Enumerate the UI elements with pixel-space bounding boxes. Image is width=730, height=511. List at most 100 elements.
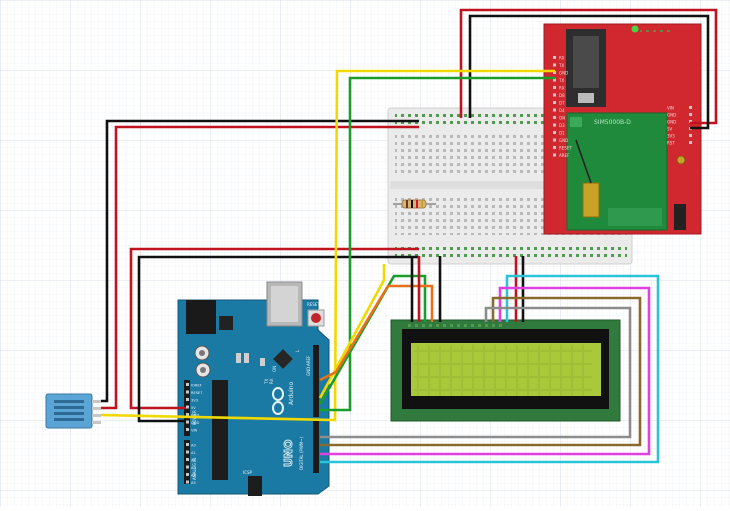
power-pin-label: GND	[191, 414, 199, 418]
wire-green-gsm-tx	[320, 76, 555, 412]
gsm-left-pin-12	[553, 146, 556, 149]
gsm-left-pin-label: D7	[559, 101, 565, 106]
arduino-brand: Arduino	[288, 381, 295, 405]
gsm-right-pin-5	[689, 141, 692, 144]
gsm-left-pin-8	[553, 116, 556, 119]
gnd-label: GND	[306, 367, 311, 376]
gsm-left-pin-label: RX	[559, 86, 565, 91]
gsm-right-pin-label: GND	[667, 113, 676, 118]
power-pin-1	[186, 390, 189, 394]
gsm-left-pin-label: D3	[559, 123, 565, 128]
analog-pin-label: A0	[191, 444, 196, 448]
gsm-left-pin-label: D8	[559, 93, 565, 98]
gsm-left-pin-5	[553, 93, 556, 97]
gsm-left-pin-3	[553, 78, 556, 82]
wire-red-dht-vcc	[101, 125, 419, 410]
gsm-left-pin-6	[553, 101, 556, 104]
analog-pin-label: A2	[191, 459, 196, 463]
analog-pin-label: A3	[191, 466, 196, 470]
gsm-right-pin-label: GND	[667, 120, 676, 125]
gsm-left-pin-11	[553, 138, 556, 142]
gsm-module-label: SIM5000B-D	[594, 119, 631, 126]
wire-black-dht-gnd	[101, 119, 419, 403]
gsm-module: SIM5000B-D RXTXGNDTXRXD8D7D4OND3D1GNDRES…	[543, 23, 702, 235]
analog-pin-label: A5	[191, 481, 196, 485]
analog-pin-4	[186, 473, 189, 476]
power-pin-0	[186, 383, 189, 386]
gsm-left-pin-label: RESET	[559, 146, 572, 151]
power-pin-6	[186, 428, 189, 431]
gsm-left-pin-2	[553, 71, 556, 74]
gsm-left-pin-0	[553, 56, 556, 59]
gsm-right-pin-label: VIN	[667, 106, 674, 111]
gsm-left-pin-label: RX	[559, 56, 565, 61]
lcd-16x2-module	[390, 319, 621, 422]
power-pin-label: VIN	[191, 429, 198, 433]
gsm-right-pin-4	[689, 134, 692, 137]
power-pin-2	[186, 398, 189, 401]
analog-header-label: ANALOG IN	[192, 458, 197, 480]
wire-magenta-lcd-d6	[320, 286, 651, 456]
analog-pin-0	[186, 443, 189, 446]
wire-cyan-lcd-d7	[320, 274, 660, 464]
gsm-left-pin-label: GND	[559, 138, 568, 143]
power-pin-4	[186, 413, 189, 416]
analog-header	[184, 440, 190, 484]
arduino-model: UNO	[282, 440, 295, 468]
reset-label: RESET	[307, 302, 320, 307]
digital-header-high	[313, 345, 319, 417]
gsm-right-pin-0	[689, 106, 692, 109]
gsm-left-pin-label: D1	[559, 131, 565, 136]
gsm-left-pin-label: GND	[559, 71, 568, 76]
wire-yellow-dht-data	[100, 69, 555, 422]
wire-yellow-lcd	[318, 264, 386, 399]
power-pin-label: GND	[191, 421, 199, 425]
wire-black-arduino-gnd	[137, 255, 419, 423]
wire-green-lcd	[318, 274, 427, 405]
power-pin-3	[186, 405, 189, 409]
analog-pin-label: A1	[191, 451, 196, 455]
gsm-left-pin-label: ON	[559, 116, 565, 121]
wire-gray-lcd-d4	[320, 306, 632, 439]
analog-pin-label: A4	[191, 474, 196, 478]
gsm-left-pin-label: D4	[559, 108, 565, 113]
dht-sensor	[45, 393, 101, 429]
power-pin-label: 5V	[191, 406, 196, 410]
lcd-pin-header	[405, 322, 503, 328]
rx-label: RX	[269, 378, 274, 384]
gsm-right-pin-label: RST	[667, 141, 675, 146]
analog-pin-1	[186, 450, 189, 454]
gsm-right-pin-label: 5V	[667, 127, 673, 132]
analog-pin-3	[186, 465, 189, 469]
power-pin-5	[186, 420, 189, 424]
gsm-left-pin-9	[553, 123, 556, 127]
gsm-left-pin-label: AREF	[559, 153, 570, 158]
wire-orange-lcd	[319, 284, 434, 382]
power-pin-label: IOREF	[191, 384, 202, 388]
wire-black-gsm-gnd	[468, 14, 710, 130]
analog-pin-5	[186, 480, 189, 484]
wires	[100, 8, 718, 464]
power-pin-label: 3V3	[191, 399, 198, 403]
gsm-left-pin-7	[553, 108, 556, 112]
on-label: ON	[272, 366, 277, 372]
digital-header-label: DIGITAL (PWM~)	[299, 436, 304, 470]
gsm-left-pin-1	[553, 63, 556, 67]
aref-label: AREF	[306, 355, 311, 366]
resistor	[393, 199, 436, 209]
gsm-right-pin-1	[689, 113, 692, 116]
gsm-right-pin-label: 3V3	[667, 134, 675, 139]
analog-pin-2	[186, 458, 189, 461]
gsm-left-pin-label: TX	[558, 63, 564, 68]
icsp-label: ICSP	[243, 470, 253, 475]
gsm-left-pin-4	[553, 86, 556, 89]
digital-header-low	[313, 421, 319, 473]
gsm-left-pin-13	[553, 153, 556, 157]
wire-red-arduino-5v	[129, 247, 419, 410]
wire-brown-lcd-d5	[320, 296, 642, 447]
gsm-left-pin-10	[553, 131, 556, 134]
